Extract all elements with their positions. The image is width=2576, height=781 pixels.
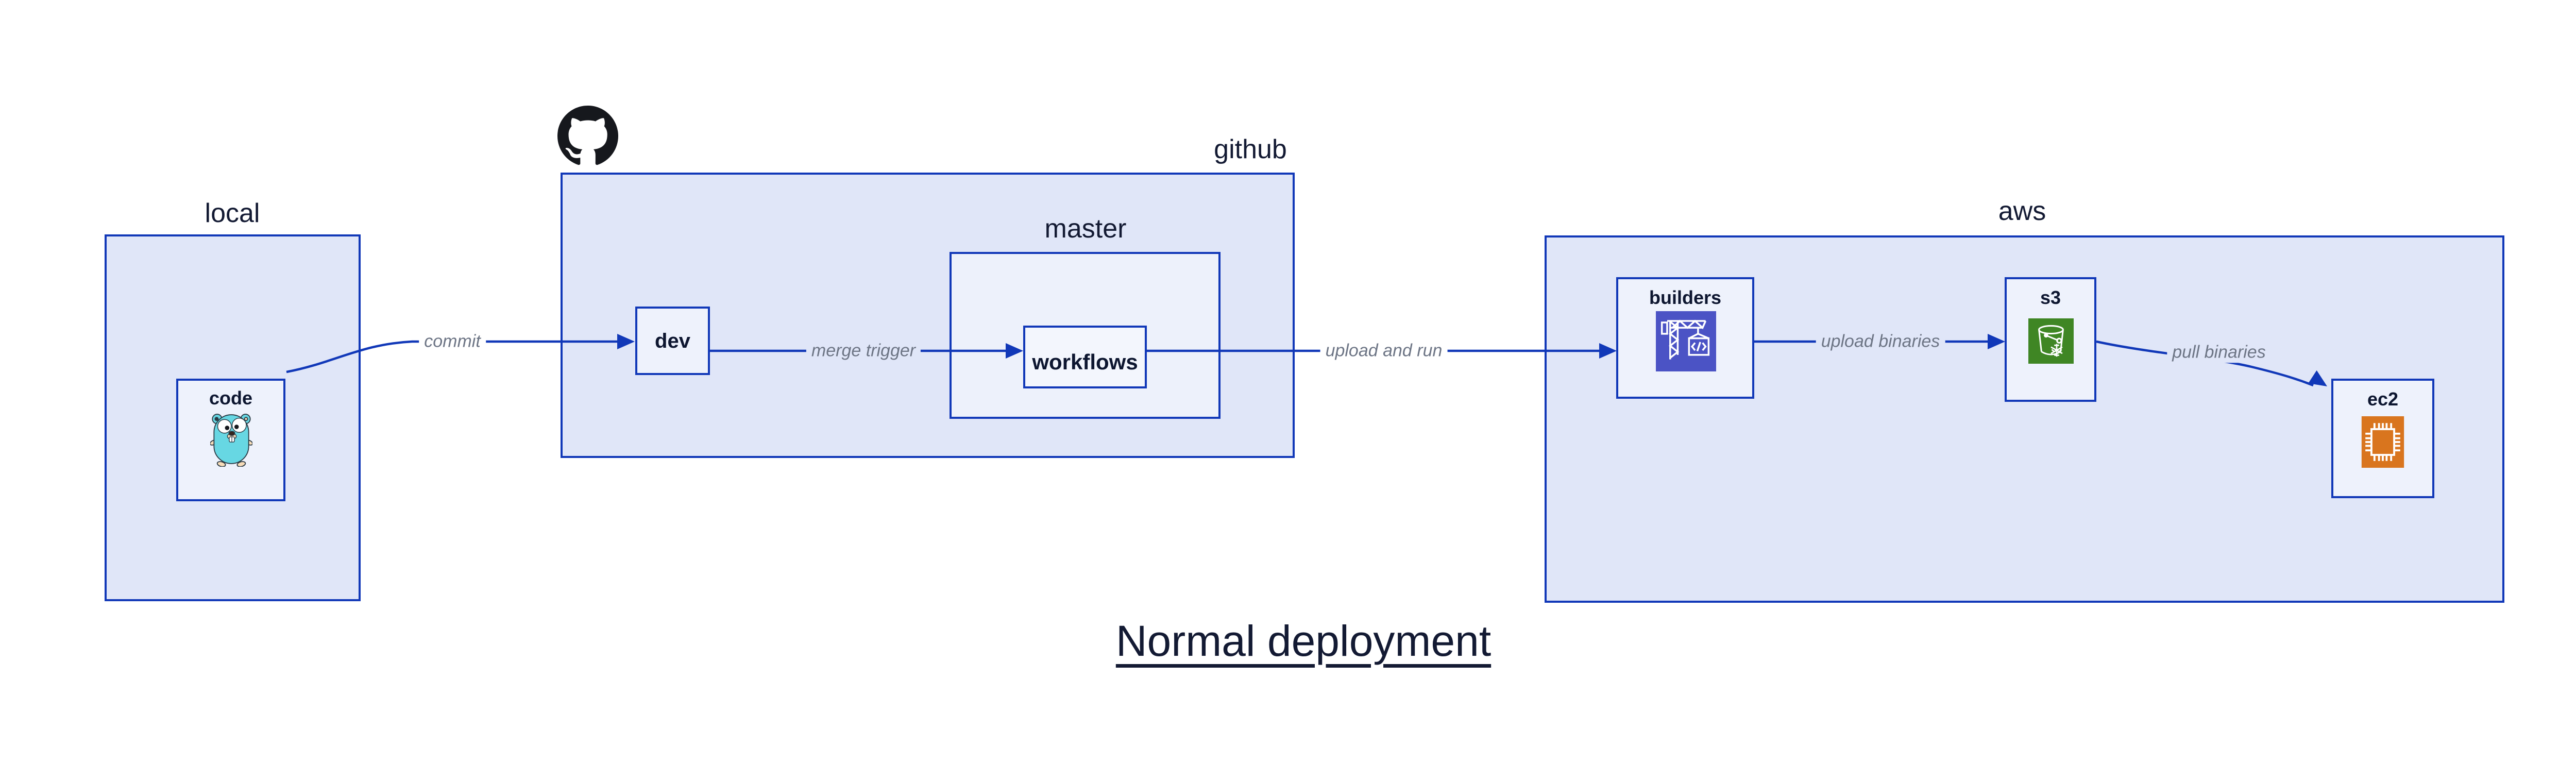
s3-node-label: s3 [2040, 287, 2061, 308]
arrowhead-into-ec2 [2308, 370, 2327, 386]
workflows-node-box[interactable]: workflows [1023, 326, 1147, 388]
github-octocat-icon [557, 106, 618, 166]
edge-label-commit: commit [419, 331, 486, 352]
local-container-label: local [205, 198, 260, 228]
ec2-chip-icon [2361, 416, 2404, 470]
go-gopher-icon [209, 412, 253, 469]
edge-commit-line [286, 340, 625, 373]
dev-node-box[interactable]: dev [635, 307, 710, 375]
s3-glacier-bucket-icon [2028, 318, 2074, 366]
arrowhead-into-s3 [1988, 334, 2005, 349]
code-node-label: code [209, 387, 253, 409]
arrowhead-into-builders [1599, 343, 1617, 359]
master-container-label: master [1044, 214, 1127, 244]
edge-pull-binaries-line [2096, 340, 2314, 387]
github-container-label: github [1214, 134, 1287, 164]
diagram-title: Normal deployment [1115, 617, 1492, 665]
edge-label-upload-binaries: upload binaries [1816, 331, 1945, 352]
codebuild-crane-icon [1656, 311, 1716, 374]
edge-label-upload-and-run: upload and run [1320, 340, 1448, 362]
arrowhead-into-dev [617, 334, 635, 349]
edge-label-pull-binaries: pull binaries [2167, 342, 2271, 363]
arrowhead-into-workflows [1006, 343, 1023, 359]
aws-container-label: aws [1998, 196, 2046, 226]
ec2-node-label: ec2 [2367, 388, 2399, 410]
workflows-node-label: workflows [1032, 350, 1138, 374]
edge-label-merge-trigger: merge trigger [806, 340, 921, 362]
builders-node-label: builders [1649, 287, 1722, 308]
dev-node-label: dev [655, 329, 690, 352]
